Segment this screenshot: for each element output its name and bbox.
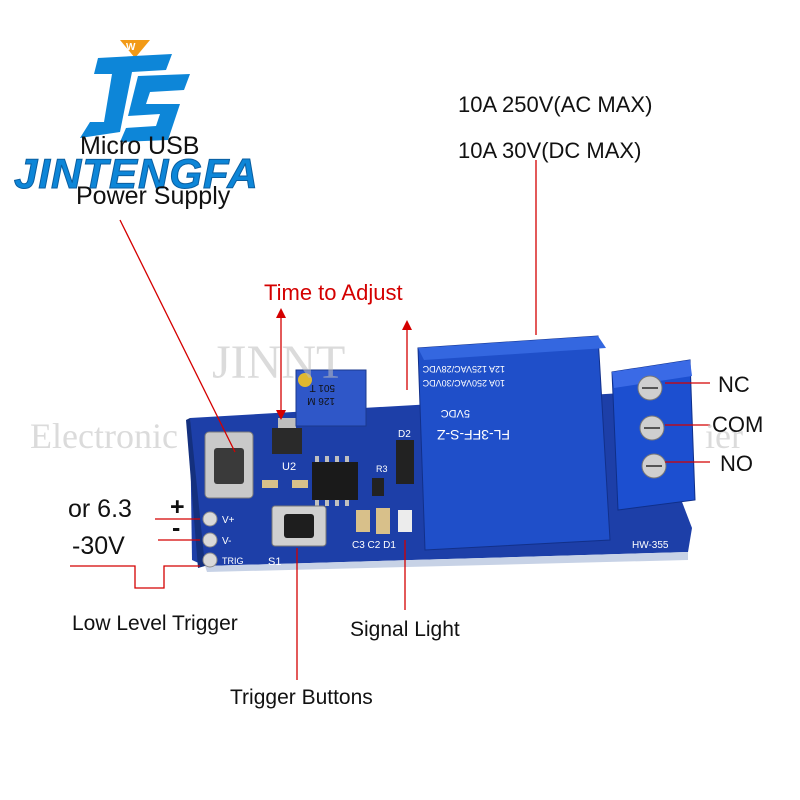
low-level-trigger-label: Low Level Trigger: [72, 612, 238, 635]
watermark-text: JINNT: [212, 336, 346, 389]
diode-d2: [396, 440, 414, 484]
svg-text:10A 250VAC/30VDC: 10A 250VAC/30VDC: [422, 378, 505, 388]
micro-usb-label: Micro USB: [80, 132, 200, 160]
smd-components: C3 C2 D1: [352, 508, 412, 551]
minus-label: -: [172, 514, 181, 542]
brand-name: JINTENGFA: [14, 150, 259, 198]
dc-rating-label: 10A 30V(DC MAX): [458, 138, 642, 163]
svg-text:501 T: 501 T: [310, 382, 335, 393]
plus-label: +: [170, 493, 185, 521]
pin-label: V+: [222, 515, 235, 526]
pin-label: TRIG: [222, 556, 244, 566]
svg-text:W: W: [126, 42, 136, 53]
svg-text:FL-3FF-S-Z: FL-3FF-S-Z: [436, 427, 510, 443]
brand-logo: W: [80, 40, 190, 142]
board-id: HW-355: [632, 540, 669, 551]
micro-usb-connector: [204, 431, 254, 499]
annotation-arrows: [276, 308, 412, 420]
nc-label: NC: [718, 372, 750, 397]
svg-text:S1: S1: [268, 556, 281, 568]
trigger-buttons-label: Trigger Buttons: [230, 686, 373, 709]
svg-text:R3: R3: [376, 464, 388, 474]
signal-light-label: Signal Light: [350, 618, 460, 641]
pin-label: V-: [222, 536, 231, 547]
svg-text:12A 125VAC/28VDC: 12A 125VAC/28VDC: [422, 364, 505, 374]
voltage-low-label: or 6.3: [68, 495, 132, 523]
ac-rating-label: 10A 250V(AC MAX): [458, 92, 653, 117]
svg-text:U2: U2: [282, 461, 296, 473]
relay: FL-3FF-S-Z 5VDC 10A 250VAC/30VDC 12A 125…: [417, 335, 611, 551]
resistor-r3: [372, 478, 384, 496]
time-adjust-label: Time to Adjust: [264, 280, 403, 305]
regulator-u2: U2: [272, 418, 302, 473]
watermark-text: ier: [705, 416, 743, 456]
annotation-lines: [70, 160, 710, 680]
svg-text:126 M: 126 M: [307, 395, 335, 406]
svg-text:D2: D2: [398, 429, 411, 440]
potentiometer: 501 T 126 M: [295, 369, 367, 427]
watermark-text: Electronic: [30, 416, 178, 456]
ic-chip: [312, 456, 358, 506]
no-label: NO: [720, 451, 753, 476]
pin-header: V+ V- TRIG: [202, 511, 244, 568]
svg-text:C3 C2 D1: C3 C2 D1: [352, 540, 396, 551]
capacitor: [292, 480, 308, 488]
terminal-block: [611, 359, 696, 511]
svg-text:5VDC: 5VDC: [441, 407, 470, 419]
voltage-high-label: -30V: [72, 532, 125, 560]
com-label: COM: [712, 412, 764, 437]
capacitor: [262, 480, 278, 488]
trigger-push-button: S1: [268, 505, 327, 568]
power-supply-label: Power Supply: [76, 182, 231, 210]
